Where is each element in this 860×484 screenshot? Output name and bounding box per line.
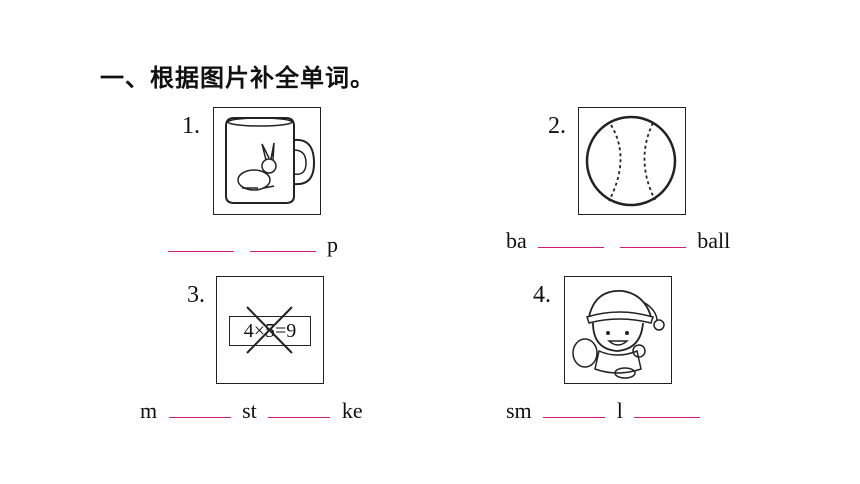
blank-4b[interactable] [634, 399, 701, 418]
item-3-picture: 4×5=9 [216, 276, 324, 384]
blank-4a[interactable] [543, 399, 606, 418]
word-part: ba [506, 228, 527, 253]
item-2-word: ba ball [506, 228, 736, 254]
item-2-picture [578, 107, 686, 215]
word-part: p [327, 232, 338, 257]
item-number-3: 3. [187, 282, 205, 308]
item-4-picture [564, 276, 672, 384]
word-part: l [616, 398, 623, 423]
baseball-icon [585, 115, 677, 207]
blank-2b[interactable] [619, 229, 686, 248]
item-1-word: p [168, 232, 344, 258]
word-part: ball [697, 228, 731, 253]
smiling-child-icon [572, 290, 665, 379]
word-part: ke [341, 398, 363, 423]
page-title: 一、根据图片补全单词。 [100, 64, 375, 92]
item-number-2: 2. [548, 113, 566, 139]
blank-3b[interactable] [268, 399, 331, 418]
word-part: m [140, 398, 158, 423]
item-1-picture [213, 107, 321, 215]
item-3-word: m st ke [140, 398, 369, 424]
word-part: st [242, 398, 257, 423]
item-number-4: 4. [533, 282, 551, 308]
item-number-1: 1. [182, 113, 200, 139]
blank-1a[interactable] [168, 233, 234, 252]
mug-with-rabbit-icon [225, 117, 316, 204]
blank-3a[interactable] [168, 399, 231, 418]
wrong-equation-icon [246, 306, 293, 354]
blank-1b[interactable] [249, 233, 316, 252]
blank-2a[interactable] [538, 229, 605, 248]
word-part: sm [506, 398, 532, 423]
item-4-word: sm l [506, 398, 701, 424]
